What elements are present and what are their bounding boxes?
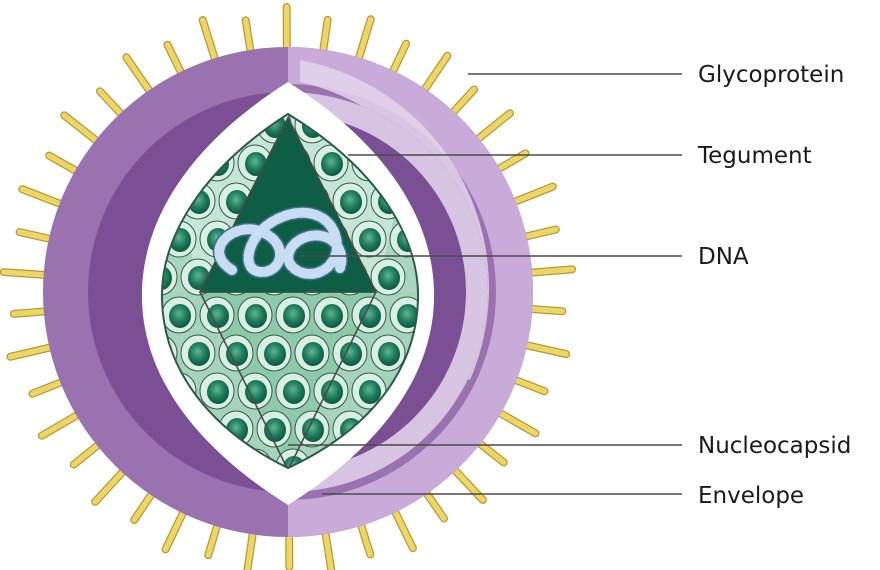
capsomere — [238, 297, 272, 333]
capsomere — [162, 297, 196, 333]
label-nucleocapsid: Nucleocapsid — [698, 433, 851, 459]
label-glycoprotein: Glycoprotein — [698, 62, 844, 88]
capsomere — [181, 335, 215, 371]
capsomere — [333, 183, 367, 219]
label-dna: DNA — [698, 244, 749, 270]
capsomere — [314, 373, 348, 409]
capsomere — [276, 373, 310, 409]
capsomere — [314, 297, 348, 333]
capsomere — [371, 335, 405, 371]
capsomere — [200, 373, 234, 409]
capsomere — [257, 335, 291, 371]
capsomere — [295, 411, 329, 447]
label-tegument: Tegument — [697, 143, 812, 169]
capsomere — [276, 297, 310, 333]
capsomere — [352, 297, 386, 333]
capsomere — [371, 259, 405, 295]
label-envelope: Envelope — [698, 483, 804, 509]
capsomere — [352, 221, 386, 257]
capsomere — [295, 335, 329, 371]
capsomere — [333, 335, 367, 371]
